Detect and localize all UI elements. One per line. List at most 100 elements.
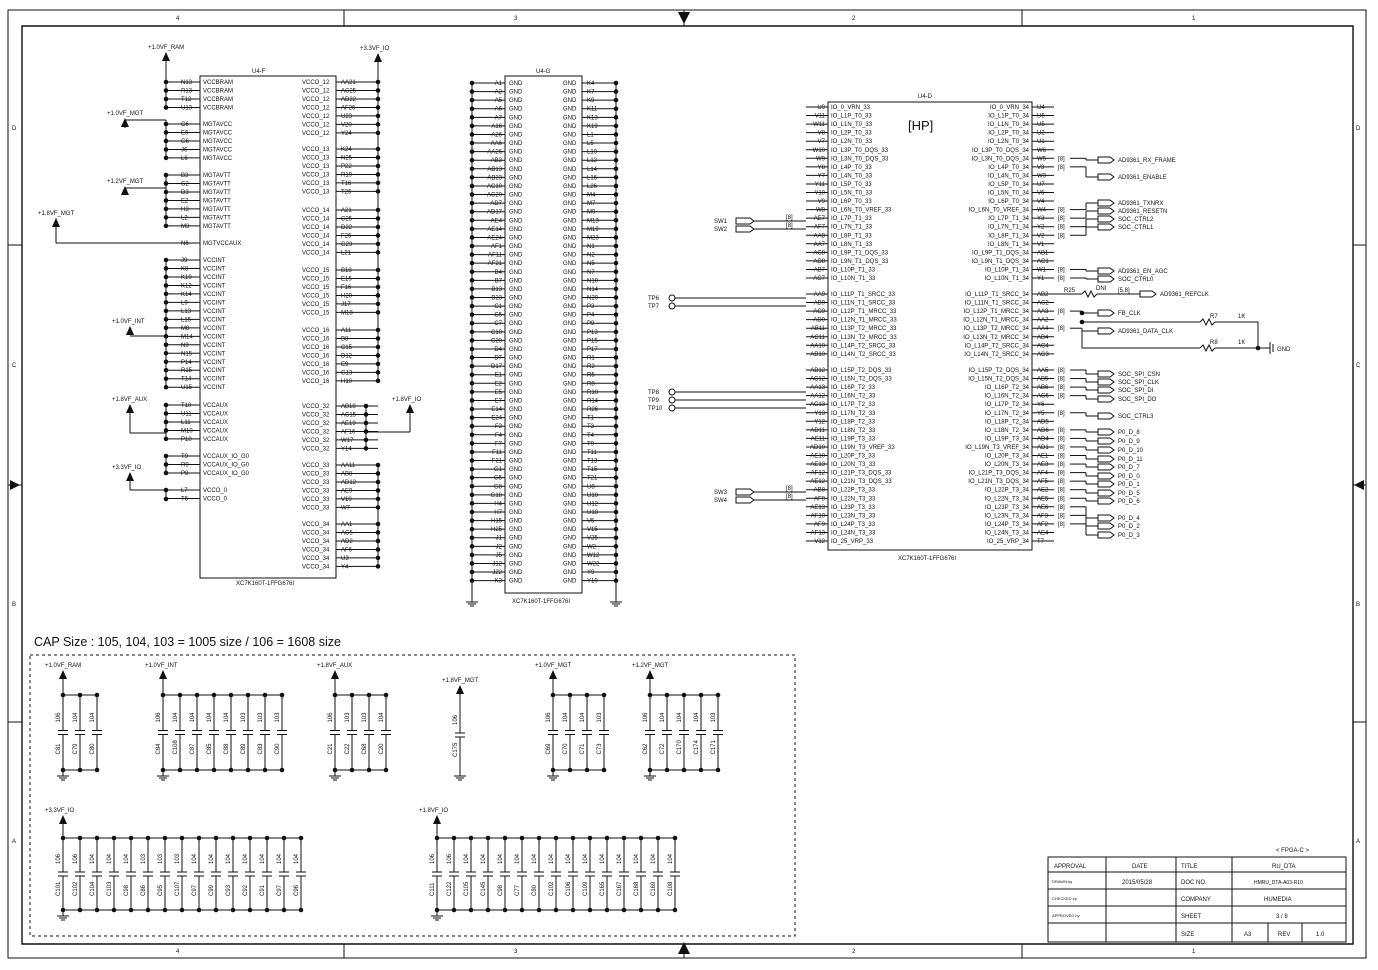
junction-dot (587, 907, 593, 913)
u4g-body (505, 76, 582, 593)
pin-number: D7 (494, 356, 502, 362)
junction-dot (502, 835, 508, 841)
pin-name: IO_L14P_T2_SRCC_34 (965, 343, 1030, 349)
dni-label: DNI (1096, 286, 1107, 292)
pin-name: IO_L1P_T0_34 (988, 114, 1029, 120)
port-label: AD9361_DATA_CLK (1118, 329, 1173, 335)
pin-number: B3 (181, 173, 189, 179)
pin-number: W2 (587, 544, 597, 550)
pin-name: GND (509, 124, 523, 130)
pin-name: GND (563, 536, 577, 542)
pin-number: AC8 (813, 250, 825, 256)
junction-dot (230, 835, 236, 841)
pin-name: MGTAVTT (203, 181, 231, 187)
pin-name: VCCO_33 (302, 463, 330, 469)
cap-value: 104 (651, 853, 657, 864)
cap-ref: C80 (90, 743, 96, 755)
pin-name: VCCO_33 (302, 471, 330, 477)
pin-number: B7 (495, 278, 503, 284)
col-label: 1 (1192, 949, 1196, 955)
power-arrow (162, 52, 170, 61)
port-label: AD9361_RESETN (1118, 209, 1167, 215)
pin-number: Y2 (1037, 225, 1045, 231)
cap-ref: C22 (345, 743, 351, 755)
pin-name: GND (509, 338, 523, 344)
pin-number: M7 (587, 201, 596, 207)
net-tag: [8] (1058, 233, 1065, 239)
pin-name: GND (563, 184, 577, 190)
pin-number: AB6 (1037, 385, 1049, 391)
pin-name: IO_L1N_T0_33 (831, 122, 873, 128)
pin-number: K10 (181, 275, 192, 281)
pin-number: AA8 (814, 233, 826, 239)
cap-value: 106 (430, 853, 436, 864)
pin-number: AC25 (341, 88, 357, 94)
pin-number: A5 (495, 98, 503, 104)
junction-dot (1079, 319, 1085, 325)
pin-number: M13 (587, 218, 599, 224)
pin-number: R14 (587, 398, 599, 404)
pin-number: AA5 (1037, 368, 1049, 374)
drawn-by: DRAWN by (1052, 879, 1072, 884)
port-label: SOC_SPI_DO (1118, 397, 1157, 403)
pin-number: A1 (495, 81, 503, 87)
cap-ref: C21 (328, 743, 334, 755)
cap-ref: C96 (294, 884, 300, 896)
port-label: SOC_SPI_DI (1118, 388, 1154, 394)
sheet-header: SHEET (1181, 914, 1201, 920)
offpage-port (1097, 370, 1115, 378)
pin-number: AE6 (1037, 505, 1049, 511)
pin-name: IO_L6P_T0_33 (831, 199, 872, 205)
junction-dot (128, 907, 134, 913)
pin-name: VCCO_15 (302, 302, 330, 308)
cap-ref: C122 (447, 881, 453, 896)
pin-name: GND (509, 407, 523, 413)
pin-name: VCCAUX (203, 403, 228, 409)
pin-number: K13 (587, 115, 598, 121)
pin-name: VCCO_12 (302, 97, 330, 103)
resistor-ref: R8 (1210, 340, 1218, 346)
pin-name: GND (563, 330, 577, 336)
pin-name: IO_L22P_T3_33 (831, 488, 876, 494)
junction-dot (228, 692, 234, 698)
pin-name: GND (509, 304, 523, 310)
pin-number: P22 (341, 164, 352, 170)
pin-name: VCCO_12 (302, 122, 330, 128)
pin-number: Y7 (818, 173, 826, 179)
power-arrow (59, 815, 67, 824)
pin-name: GND (509, 201, 523, 207)
port-label: SOC_CTRL2 (1118, 217, 1154, 223)
offpage-port (1097, 173, 1115, 181)
pin-number: T16 (341, 181, 352, 187)
pin-number: M23 (587, 235, 599, 241)
pin-number: Y9 (587, 570, 595, 576)
pin-name: VCCO_13 (302, 172, 330, 178)
u4d-body (828, 102, 1032, 550)
pin-number: T1 (587, 416, 595, 422)
pin-number: L11 (181, 420, 191, 426)
pin-number: W12 (587, 553, 600, 559)
pin-number: K4 (587, 81, 595, 87)
u4g-part: XC7K160T-1FFG676I (512, 599, 570, 605)
cap-value: 104 (617, 853, 623, 864)
size-header: SIZE (1181, 932, 1194, 938)
pin-number: C10 (491, 330, 503, 336)
switch-port (735, 225, 755, 233)
pin-number: K19 (587, 124, 598, 130)
col-label: 4 (176, 949, 180, 955)
pin-number: G8 (494, 484, 503, 490)
port-label: P0_D_9 (1118, 439, 1140, 445)
pin-name: IO_L14P_T2_SRCC_33 (831, 343, 896, 349)
pin-name: GND (563, 338, 577, 344)
pin-name: GND (509, 364, 523, 370)
pin-name: GND (563, 561, 577, 567)
junction-dot (77, 767, 83, 773)
pin-number: D3 (181, 190, 189, 196)
switch-port (735, 217, 755, 225)
pin-number: C5 (494, 313, 502, 319)
pin-number: W9 (816, 156, 826, 162)
junction-dot (162, 835, 168, 841)
pin-number: Y3 (1037, 216, 1045, 222)
power-arrow (549, 670, 557, 679)
frame-arrows (10, 12, 1364, 954)
